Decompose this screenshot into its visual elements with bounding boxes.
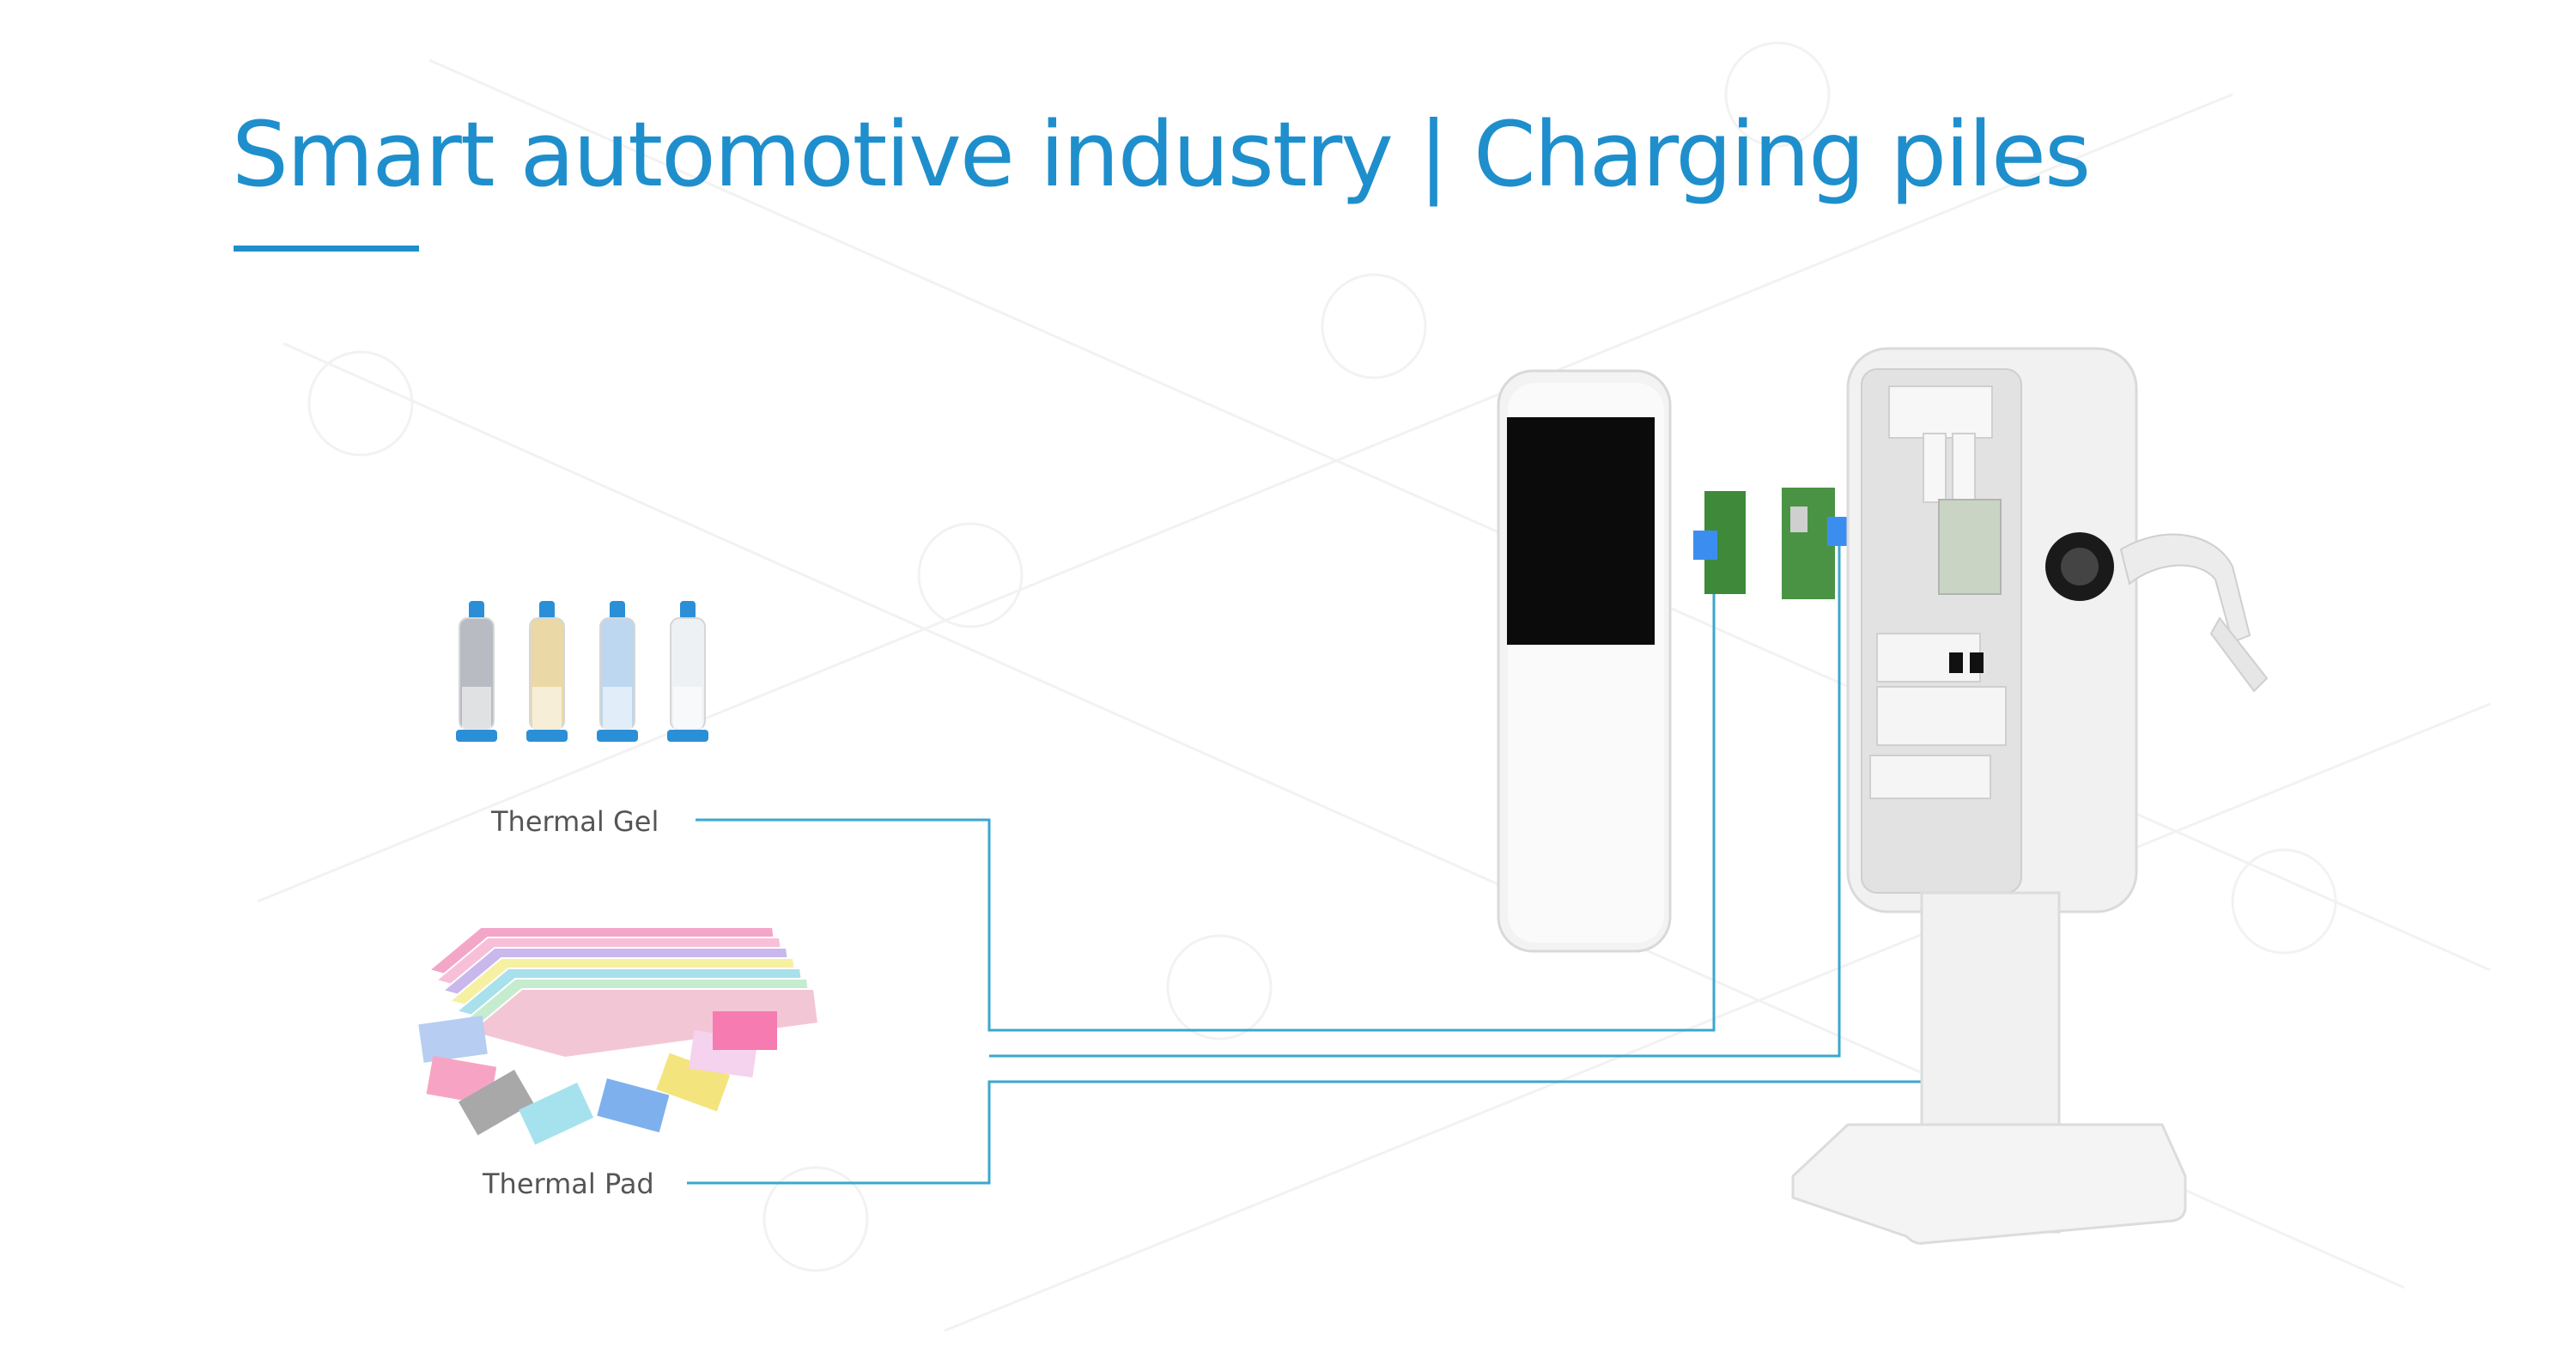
- charger-screen: [1507, 417, 1655, 645]
- pad-square: [458, 1069, 534, 1136]
- pad-square: [656, 1053, 731, 1112]
- thermal-pad-connector: [687, 554, 1923, 1185]
- thermal-pad-samples: [418, 926, 820, 1145]
- pad-square: [418, 1015, 488, 1063]
- thermal-gel-syringes: [456, 601, 708, 742]
- gel-syringe: [667, 601, 708, 742]
- pad-square: [597, 1078, 670, 1133]
- pcb-board-2: [1782, 488, 1835, 599]
- pad-square: [519, 1083, 594, 1145]
- gel-syringe: [597, 601, 638, 742]
- title-underline: [234, 246, 419, 252]
- charger-main-body: [1846, 347, 2138, 913]
- page-title: Smart automotive industry | Charging pil…: [232, 102, 2091, 207]
- charging-plug: [2119, 533, 2269, 693]
- thermal-gel-label: Thermal Gel: [491, 805, 659, 838]
- gel-syringe: [456, 601, 497, 742]
- thermal-gel-connector: [696, 584, 1716, 1032]
- charger-pedestal: [1791, 891, 2187, 1245]
- thermal-pad-label: Thermal Pad: [483, 1168, 654, 1200]
- thermal-material-marker-1: [1693, 531, 1717, 560]
- connector-lines: [687, 537, 1923, 1185]
- gel-syringe: [526, 601, 568, 742]
- pad-square: [713, 1011, 777, 1050]
- charger-front-panel: [1497, 369, 1672, 953]
- middle-connector: [989, 537, 1841, 1058]
